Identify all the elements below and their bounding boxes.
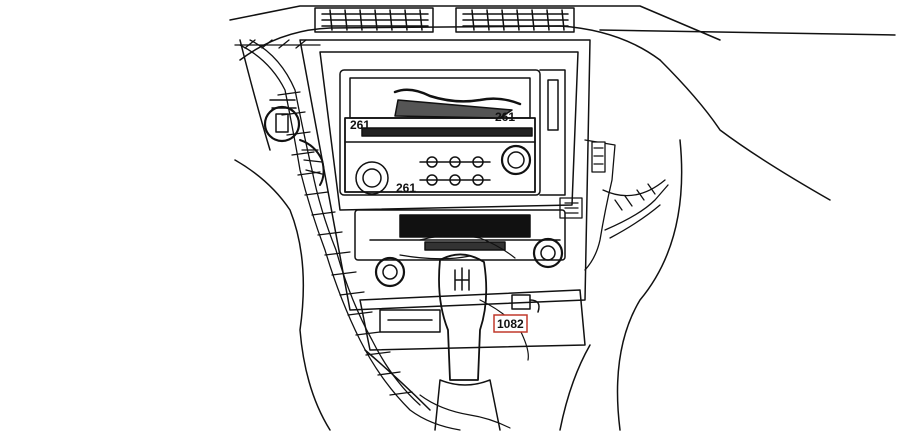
callout-label-261-c: 261 (396, 181, 416, 195)
wiring-harness-right (559, 139, 669, 271)
climate-panel (354, 209, 566, 288)
svg-text:1082: 1082 (497, 317, 524, 331)
callout-label-261-a: 261 (350, 118, 370, 132)
callout-label-261-b: 261 (495, 110, 515, 124)
gear-shifter (434, 253, 501, 431)
svg-text:261: 261 (350, 118, 370, 132)
radio-unit (344, 88, 536, 195)
lower-console (359, 289, 591, 431)
svg-text:261: 261 (396, 181, 416, 195)
callout-label-1082: 1082 (493, 314, 528, 333)
center-stack-frame (299, 39, 591, 311)
wiring-harness-left (234, 39, 461, 431)
connector-ring-left (263, 99, 301, 143)
svg-text:261: 261 (495, 110, 515, 124)
air-vents (314, 7, 575, 33)
wiring-harness-center (399, 234, 529, 429)
